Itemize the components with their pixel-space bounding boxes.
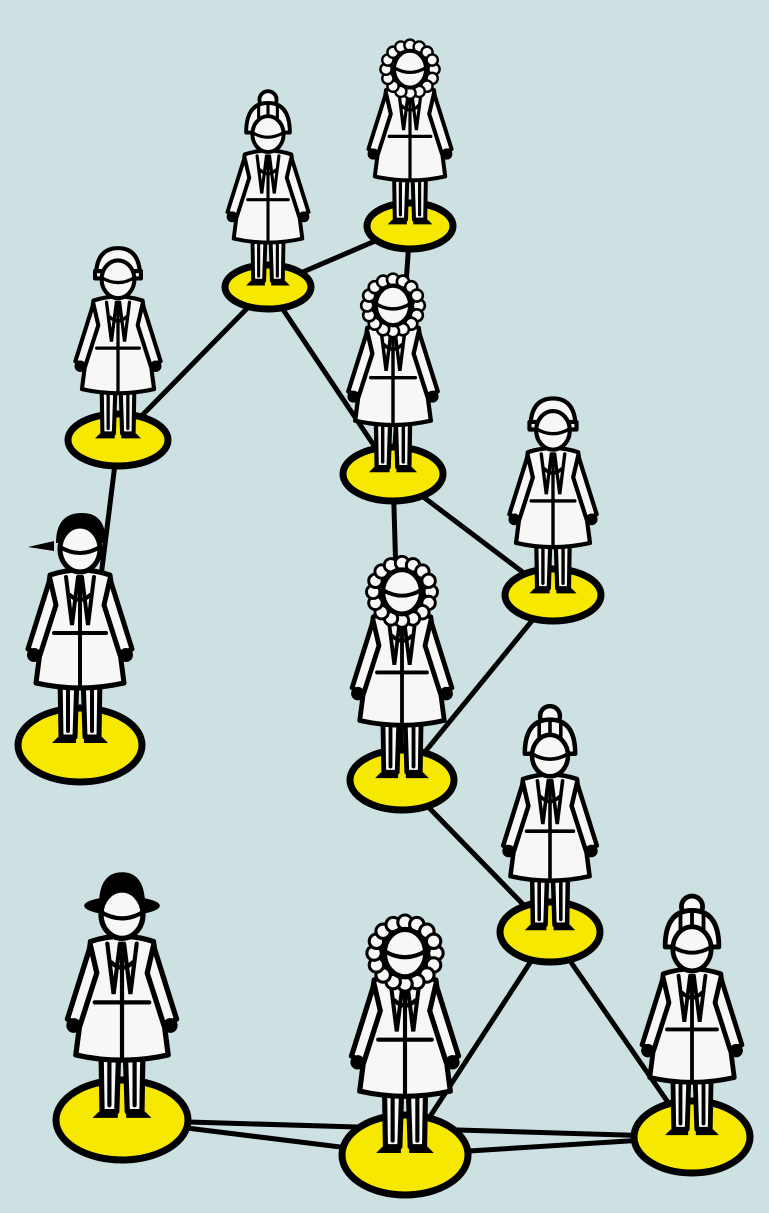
person-9: [56, 872, 188, 1160]
yellow-base: [634, 1101, 750, 1173]
yellow-base: [500, 902, 600, 962]
person-figure-icon: [227, 91, 310, 285]
person-4: [343, 274, 443, 501]
person-8: [500, 706, 600, 962]
person-10: [342, 915, 468, 1195]
person-11: [634, 896, 750, 1173]
person-5: [505, 398, 601, 621]
yellow-base: [505, 569, 601, 621]
person-1: [367, 40, 453, 249]
person-figure-icon: [368, 40, 453, 225]
person-3: [68, 248, 168, 466]
person-figure-icon: [508, 398, 597, 593]
network-people: [18, 40, 750, 1195]
yellow-base: [225, 265, 311, 309]
person-7: [350, 556, 454, 810]
yellow-base: [68, 414, 168, 466]
person-6: [18, 513, 142, 782]
yellow-base: [350, 750, 454, 810]
yellow-base: [343, 447, 443, 501]
cap-brim-icon: [28, 541, 54, 551]
yellow-base: [18, 708, 142, 782]
person-2: [225, 91, 311, 309]
yellow-base: [367, 203, 453, 249]
yellow-base: [56, 1080, 188, 1160]
yellow-base: [342, 1115, 468, 1195]
